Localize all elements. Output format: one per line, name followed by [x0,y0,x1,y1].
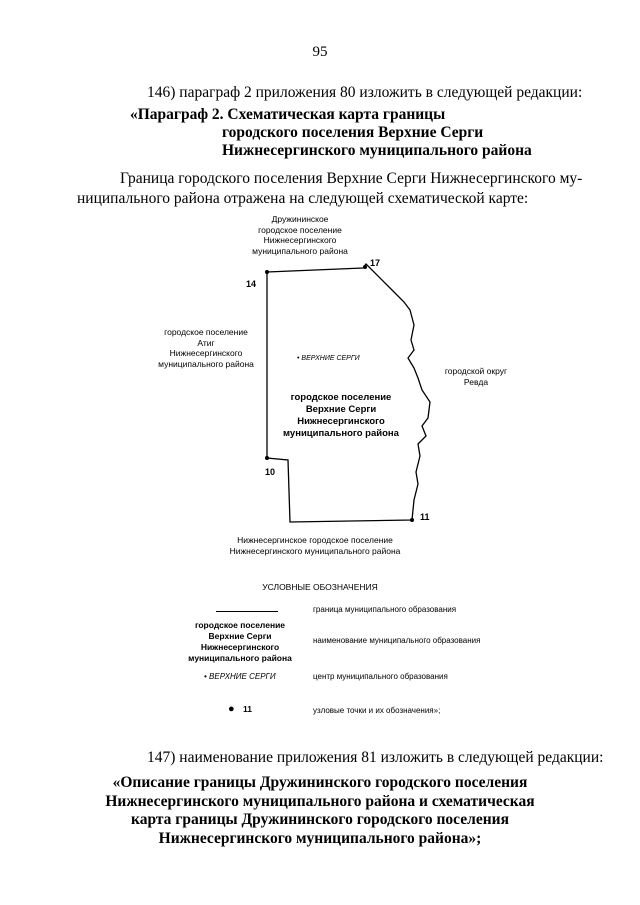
map-label-line: городское поселение [258,224,342,235]
boundary-map [265,263,431,523]
appendix-heading-line: карта границы Дружининского городского п… [131,811,509,828]
paragraph-heading-line: городского поселения Верхние Серги [222,124,484,141]
body-text-line: Граница городского поселения Верхние Сер… [120,170,583,187]
legend-name-desc: наименование муниципального образования [313,636,481,645]
body-text-line: ниципального района отражена на следующе… [77,190,529,207]
legend-name-line: Нижнесергинского [200,642,280,652]
town-center-marker: • ВЕРХНИЕ СЕРГИ [297,355,360,362]
map-label-line: городской округ [444,366,508,376]
paragraph-heading-line: Нижнесергинского муниципального района [222,142,532,159]
south-neighbor-label: Нижнесергинское городское поселение Нижн… [190,535,440,556]
map-label-line: городское поселение [164,327,248,337]
legend-name-line: Верхние Серги [208,631,272,641]
west-neighbor-label: городское поселение Атиг Нижнесергинског… [148,327,264,369]
node-label-10: 10 [265,467,276,477]
map-label-line: Нижнесергинского муниципального района [229,545,401,556]
item-146-text: 146) параграф 2 приложения 80 изложить в… [147,84,583,101]
municipality-name-label: городское поселение Верхние Серги Нижнес… [276,392,406,440]
north-neighbor-label: Дружининское городское поселение Нижнесе… [230,214,370,256]
map-label-line: Нижнесергинского [263,235,337,245]
town-center-label: ВЕРХНИЕ СЕРГИ [301,355,360,362]
east-neighbor-label: городской округ Ревда [436,366,516,387]
map-label-line: Верхние Серги [305,404,377,415]
node-point-17 [363,265,367,269]
map-label-line: муниципального района [158,358,254,369]
legend-center-label: ВЕРХНИЕ СЕРГИ [209,672,276,681]
map-label-line: Нижнесергинское городское поселение [237,535,393,545]
appendix-heading: «Описание границы Дружининского городско… [0,774,640,848]
map-label-line: муниципального района [252,245,348,256]
legend-center-sample: • ВЕРХНИЕ СЕРГИ [204,672,276,681]
map-label-line: Дружининское [271,214,329,224]
node-point-14 [265,270,269,274]
map-label-line: городское поселение [290,392,392,403]
legend-node-sample: ● 11 [228,703,252,715]
node-label-14: 14 [246,279,257,289]
node-point-10 [265,456,269,460]
legend-name-line: городское поселение [194,620,286,630]
node-dot-icon: ● [228,703,235,715]
map-label-line: Нижнесергинского [169,348,243,358]
paragraph-heading: «Параграф 2. Схематическая карта границы… [130,106,532,160]
map-label-line: Нижнесергинского [297,416,385,427]
map-label-line: муниципального района [283,428,399,439]
page-number: 95 [312,44,328,60]
legend-title: УСЛОВНЫЕ ОБОЗНАЧЕНИЯ [262,582,378,592]
map-label-line: Ревда [463,376,489,387]
appendix-heading-line: Нижнесергинского муниципального района и… [105,792,535,810]
legend-node-desc: узловые точки и их обозначения»; [313,706,441,715]
municipal-boundary-line [266,263,431,523]
map-label-line: Атиг [197,337,215,348]
legend-boundary-sample [216,611,278,612]
bullet-icon: • [204,672,207,681]
appendix-heading-line: «Описание границы Дружининского городско… [112,774,528,791]
legend-boundary-desc: граница муниципального образования [313,605,457,614]
node-point-11 [410,518,414,522]
legend-name-line: муниципального района [188,653,292,663]
bullet-icon: • [297,355,300,362]
legend-center-desc: центр муниципального образования [313,672,448,681]
appendix-heading-line: Нижнесергинского муниципального района»; [158,829,482,847]
item-147-text: 147) наименование приложения 81 изложить… [147,749,604,766]
legend-name-sample: городское поселение Верхние Серги Нижнес… [180,620,300,664]
node-label-11: 11 [420,512,430,522]
node-label-17: 17 [370,258,381,268]
legend-node-number: 11 [243,704,253,714]
paragraph-heading-line: «Параграф 2. Схематическая карта границы [130,106,446,123]
